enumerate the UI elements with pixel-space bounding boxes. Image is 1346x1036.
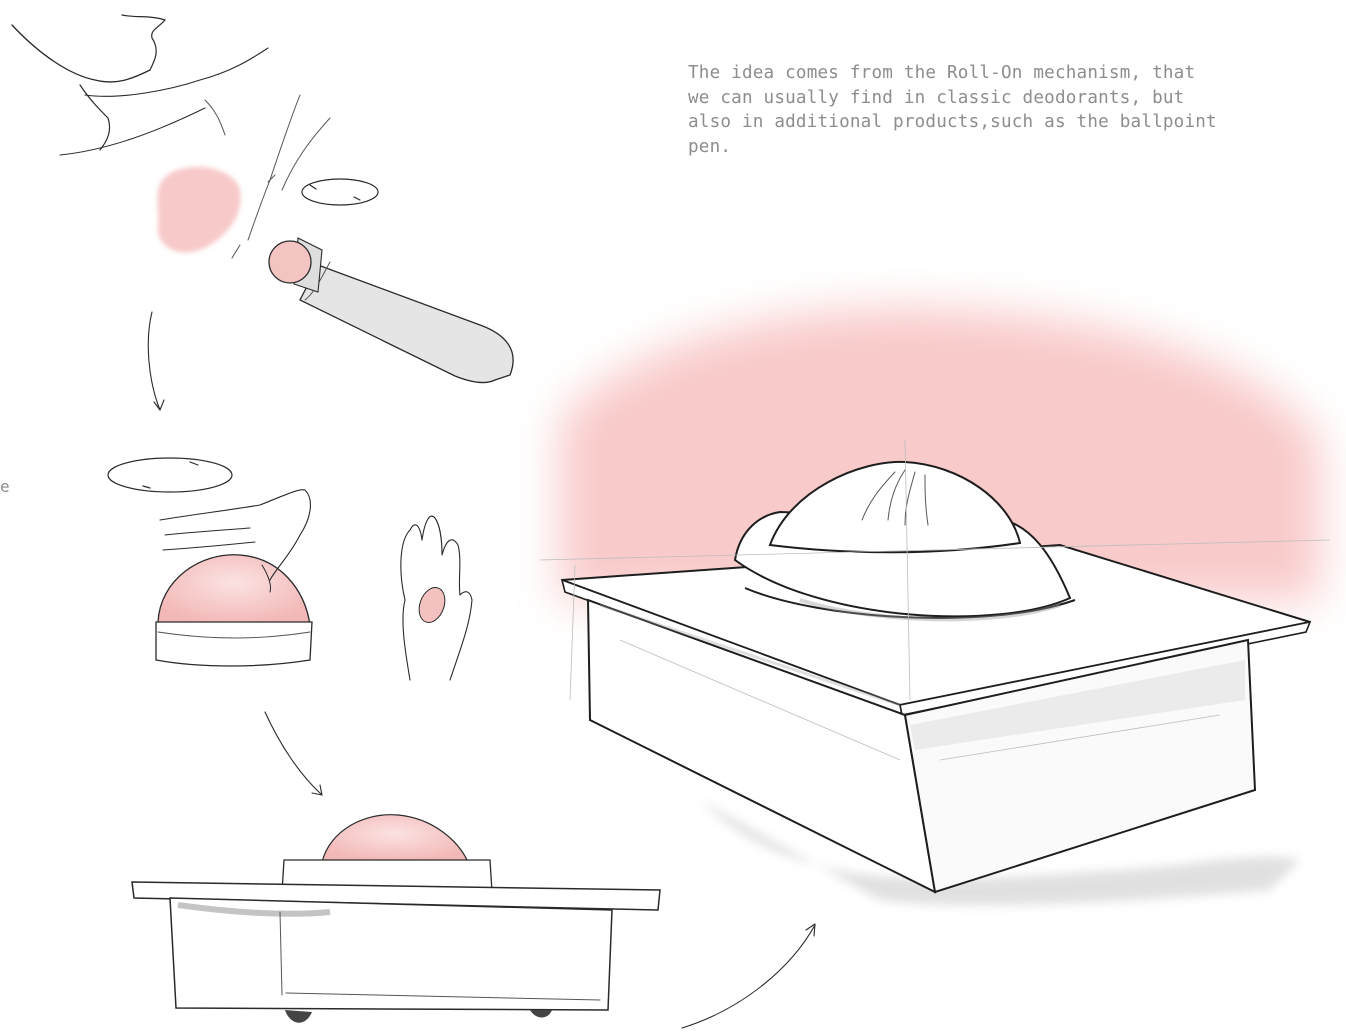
flow-arrow-icon: [265, 712, 322, 795]
roll-on-bottle: [269, 238, 513, 383]
rotation-arrow-icon: [302, 179, 378, 205]
dome-device-small: [156, 555, 312, 666]
rotation-arrow-icon: [108, 458, 232, 492]
flow-arrow-icon: [148, 312, 164, 410]
flow-arrow-icon: [682, 924, 815, 1028]
armpit-pink-patch: [157, 167, 240, 253]
open-palm-sketch: [401, 516, 472, 680]
box-device-small: [132, 815, 660, 1023]
